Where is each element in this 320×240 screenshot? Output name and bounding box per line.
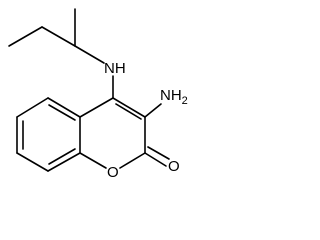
amine-nh-label: NH [104, 60, 126, 77]
atom-carbonyl-oxygen: O [168, 158, 180, 175]
carbonyl-oxygen-label: O [168, 158, 180, 175]
bond-ch-n [74, 45, 105, 64]
bond-o1-c8a [79, 152, 107, 169]
carbonyl-group [144, 146, 170, 167]
atom-ring-oxygen: O [107, 164, 119, 181]
bond-c4a-c4 [79, 97, 114, 118]
bond-c3-nh2 [144, 103, 162, 118]
atom-nh: NH [104, 60, 126, 77]
bond-c5-c6 [16, 97, 49, 118]
bond-c4a-c5-double [48, 104, 76, 121]
bond-c2-o-carbonyl [144, 152, 167, 167]
bond-c7-c8 [16, 152, 49, 172]
bond-c8-c8a-double [48, 148, 76, 165]
benzene-ring [16, 97, 81, 172]
bond-c4a-c5 [47, 97, 81, 118]
bond-c4-c3 [112, 97, 146, 118]
chemical-structure: NH NH2 O O [8, 8, 188, 181]
sec-butyl-group [8, 8, 105, 64]
bond-c8-c8a [47, 152, 81, 172]
pyranone-ring [79, 97, 146, 169]
bond-c4-c3-double [115, 103, 142, 120]
bond-c2-o-carbonyl-double [147, 146, 170, 160]
bond-ch2-ch [41, 26, 76, 47]
bond-ch3-ch2 [8, 26, 43, 47]
atom-nh2: NH2 [160, 87, 188, 107]
ring-oxygen-label: O [107, 164, 119, 181]
bond-c2-o1 [119, 152, 146, 169]
amine-nh2-label: NH2 [160, 87, 188, 107]
